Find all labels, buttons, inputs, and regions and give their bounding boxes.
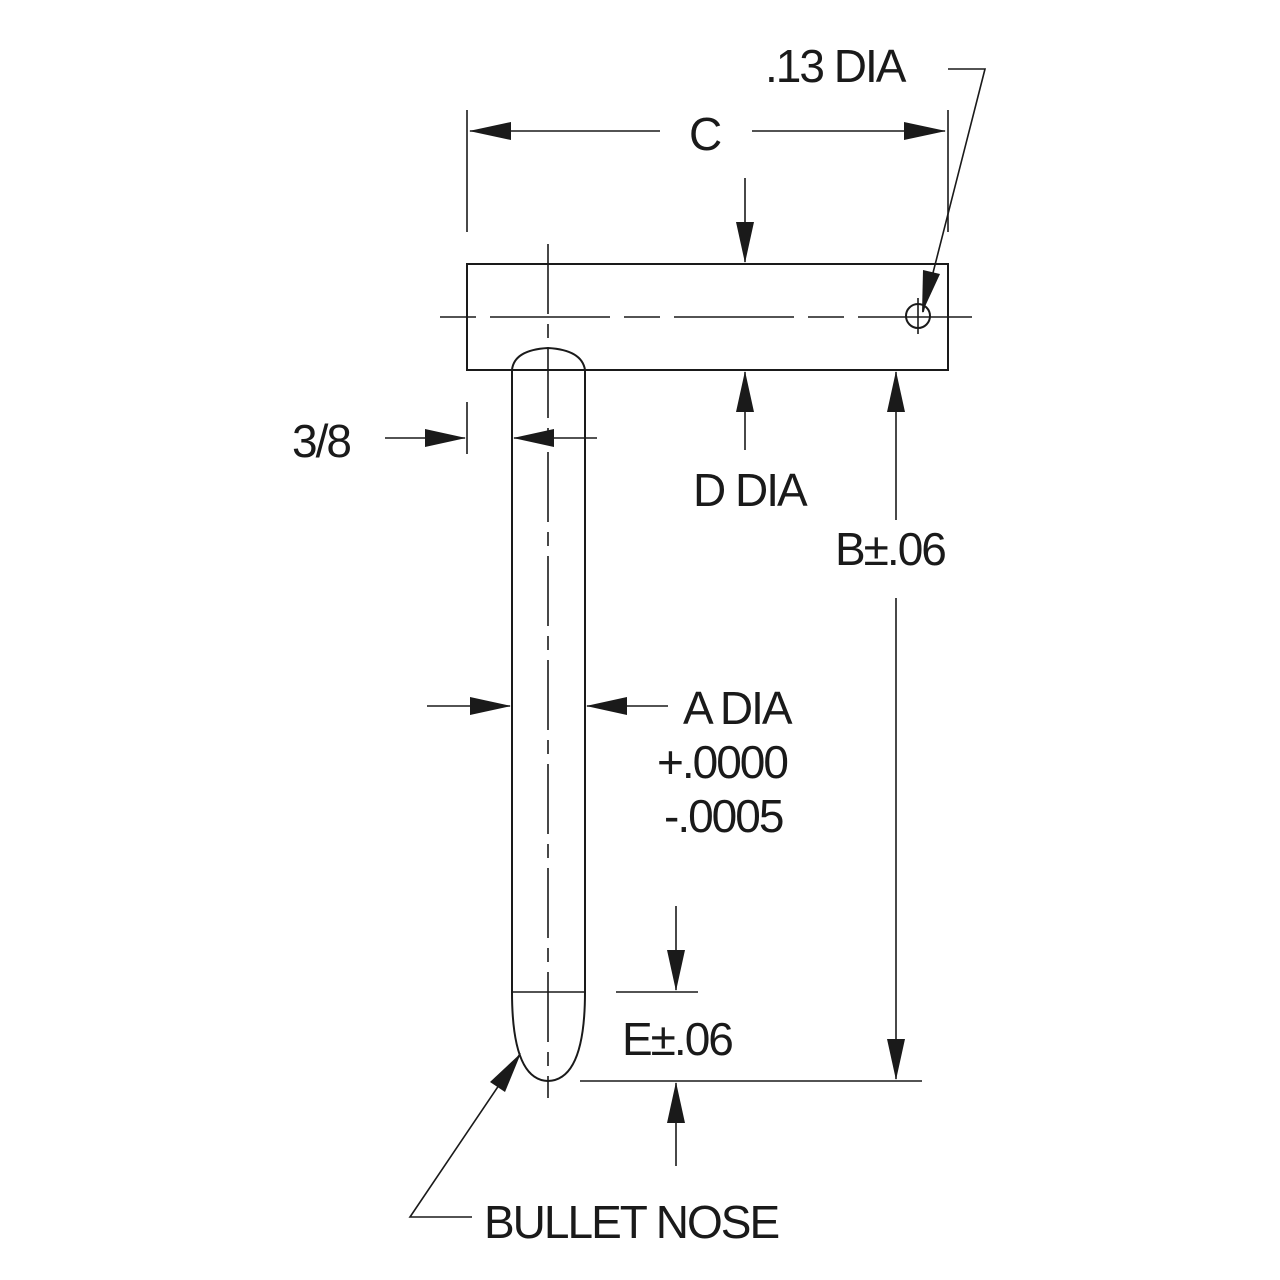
dimension-a bbox=[427, 697, 668, 715]
dim-b-label: B±.06 bbox=[835, 523, 945, 575]
dim-c-label: C bbox=[689, 108, 721, 160]
hole-dia-label: .13 DIA bbox=[765, 40, 907, 92]
dimension-b bbox=[580, 369, 922, 1082]
dim-a-label: A DIA bbox=[683, 682, 793, 734]
dimension-e bbox=[616, 906, 698, 1166]
hole-dia-leader bbox=[922, 68, 987, 313]
dimension-3-8 bbox=[385, 402, 597, 454]
dimension-d bbox=[736, 178, 754, 450]
cross-hole bbox=[905, 298, 931, 334]
tol-minus-label: -.0005 bbox=[664, 790, 783, 842]
bullet-nose-label: BULLET NOSE bbox=[484, 1196, 778, 1248]
dim-3-8-label: 3/8 bbox=[292, 415, 350, 467]
bullet-nose-leader bbox=[408, 1053, 521, 1218]
dim-e-label: E±.06 bbox=[622, 1013, 732, 1065]
tol-plus-label: +.0000 bbox=[657, 736, 787, 788]
dim-d-label: D DIA bbox=[693, 464, 808, 516]
